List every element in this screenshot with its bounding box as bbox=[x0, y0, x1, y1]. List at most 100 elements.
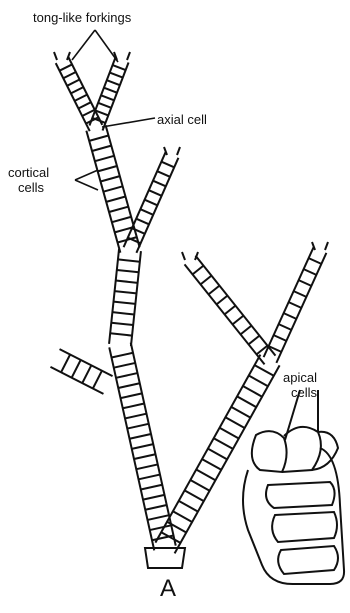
cortical-pointer-1 bbox=[75, 170, 98, 180]
cell-wall bbox=[112, 312, 134, 314]
cell-wall bbox=[134, 454, 155, 459]
cell-wall bbox=[284, 313, 297, 319]
cell-wall bbox=[71, 87, 84, 93]
right-upper-right bbox=[264, 247, 327, 363]
cell-wall bbox=[274, 335, 287, 341]
right-stalk bbox=[155, 355, 279, 554]
cell-wall bbox=[201, 276, 212, 285]
cell-wall bbox=[113, 65, 126, 70]
cell-wall bbox=[93, 371, 102, 389]
cell-wall bbox=[112, 353, 133, 358]
cell-wall bbox=[214, 438, 233, 449]
label-tong-like-forkings: tong-like forkings bbox=[33, 10, 131, 25]
cell-wall bbox=[255, 365, 274, 376]
cell-wall bbox=[304, 269, 317, 275]
cell-wall bbox=[111, 323, 133, 325]
cell-wall bbox=[130, 434, 151, 439]
cell-wall bbox=[89, 135, 108, 140]
cell-wall bbox=[82, 365, 91, 383]
cell-wall bbox=[98, 166, 117, 171]
cell-wall bbox=[72, 360, 81, 378]
cell-3 bbox=[278, 546, 338, 574]
panel-label: A bbox=[160, 575, 176, 603]
cell-wall bbox=[63, 72, 76, 78]
cell-wall bbox=[179, 501, 198, 512]
branch-tip bbox=[312, 242, 328, 250]
cell-wall bbox=[249, 336, 260, 345]
cell-wall bbox=[145, 505, 166, 510]
cell-wall bbox=[196, 470, 215, 481]
branched-filaments bbox=[50, 52, 328, 568]
cell-1 bbox=[266, 482, 335, 508]
label-apical-line1: apical bbox=[283, 370, 317, 385]
cell-wall bbox=[78, 102, 91, 108]
cell-wall bbox=[202, 459, 221, 470]
cell-wall bbox=[209, 286, 220, 295]
cell-wall bbox=[149, 190, 162, 196]
cell-wall bbox=[125, 414, 146, 419]
apical-cells-detail bbox=[243, 390, 344, 584]
cell-wall bbox=[101, 95, 114, 100]
cortical-pointer-2 bbox=[75, 180, 98, 190]
label-axial-cell: axial cell bbox=[157, 112, 207, 127]
cell-wall bbox=[121, 393, 142, 398]
cell-wall bbox=[103, 186, 122, 191]
cell-wall bbox=[150, 525, 171, 530]
cell-wall bbox=[67, 80, 80, 86]
cell-wall bbox=[173, 511, 192, 522]
cell-wall bbox=[116, 373, 137, 378]
cell-wall bbox=[101, 176, 120, 181]
branch-tip bbox=[54, 52, 70, 60]
cell-wall bbox=[136, 464, 157, 469]
cell-wall bbox=[61, 354, 70, 372]
main-axis-lower bbox=[109, 249, 141, 346]
cell-wall bbox=[117, 270, 139, 272]
cell-wall bbox=[167, 522, 186, 533]
apical-cell-left bbox=[252, 431, 287, 472]
cell-wall bbox=[217, 296, 228, 305]
cell-wall bbox=[98, 103, 111, 108]
cell-wall bbox=[220, 428, 239, 439]
cell-wall bbox=[233, 316, 244, 325]
cell-wall bbox=[241, 326, 252, 335]
cell-wall bbox=[148, 515, 169, 520]
cell-wall bbox=[139, 475, 160, 480]
side-stub bbox=[50, 349, 112, 394]
cell-wall bbox=[104, 88, 117, 93]
cell-wall bbox=[243, 386, 262, 397]
cell-wall bbox=[109, 207, 128, 212]
branch-tip bbox=[164, 147, 180, 155]
cell-wall bbox=[299, 280, 312, 286]
cell-wall bbox=[114, 302, 136, 304]
cell-wall bbox=[279, 324, 292, 330]
label-apical-line2: cells bbox=[291, 385, 317, 400]
cell-wall bbox=[116, 281, 138, 283]
cell-wall bbox=[249, 376, 268, 387]
cell-wall bbox=[161, 162, 174, 168]
cell-wall bbox=[110, 73, 123, 78]
cell-wall bbox=[294, 291, 307, 297]
cell-wall bbox=[141, 485, 162, 490]
cell-wall bbox=[132, 228, 145, 234]
cell-wall bbox=[143, 495, 164, 500]
label-cortical-line1: cortical bbox=[8, 165, 49, 180]
cell-wall bbox=[95, 156, 114, 161]
cell-wall bbox=[136, 219, 149, 225]
basal-cell bbox=[145, 548, 185, 568]
main-stalk bbox=[109, 343, 175, 551]
cell-wall bbox=[153, 181, 166, 187]
branch-tip bbox=[182, 252, 198, 260]
cell-wall bbox=[208, 449, 227, 460]
cell-wall bbox=[115, 291, 137, 293]
cell-wall bbox=[193, 266, 204, 275]
cell-wall bbox=[157, 171, 170, 177]
forking-pointer-right bbox=[95, 30, 118, 62]
cell-wall bbox=[112, 217, 131, 222]
cell-wall bbox=[123, 404, 144, 409]
label-cortical-line2: cells bbox=[18, 180, 44, 195]
cell-wall bbox=[118, 259, 140, 261]
cell-wall bbox=[185, 490, 204, 501]
cell-wall bbox=[190, 480, 209, 491]
cell-wall bbox=[140, 209, 153, 215]
